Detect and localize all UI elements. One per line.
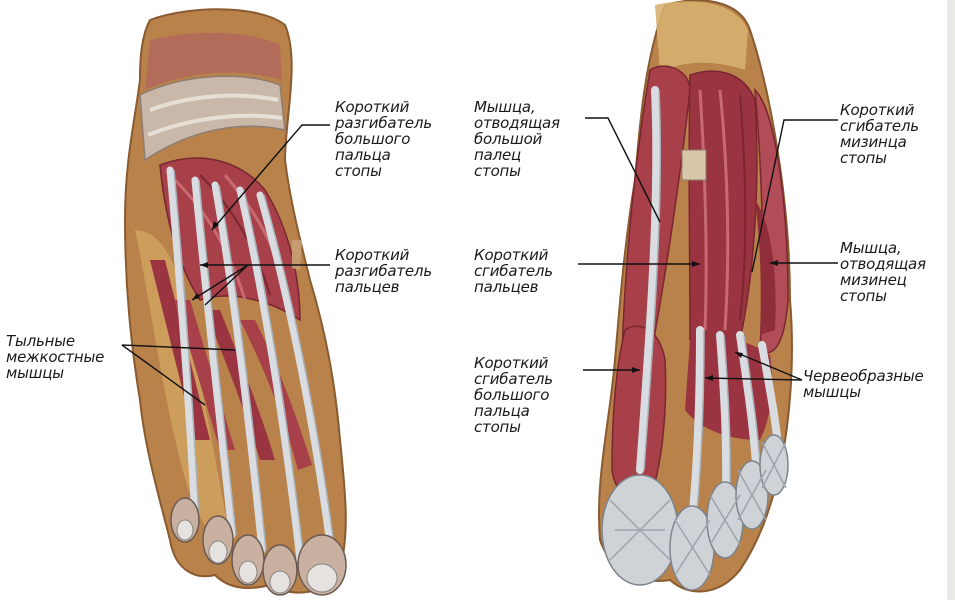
label-extensor-digitorum-brevis: Короткий разгибатель пальцев [335, 247, 432, 295]
label-flexor-hallucis-brevis: Короткий сгибатель большого пальца стопы [474, 355, 553, 435]
label-flexor-digiti-minimi: Короткий сгибатель мизинца стопы [840, 102, 919, 166]
label-abductor-hallucis: Мышца, отводящая большой палец стопы [474, 99, 560, 179]
right-edge-strip [947, 0, 955, 600]
label-dorsal-interossei: Тыльные межкостные мышцы [6, 333, 104, 381]
label-abductor-digiti-minimi: Мышца, отводящая мизинец стопы [840, 240, 926, 304]
label-lumbricals: Червеобразные мышцы [803, 368, 924, 400]
dorsal-foot-view [125, 9, 346, 595]
label-extensor-hallucis-brevis: Короткий разгибатель большого пальца сто… [335, 99, 432, 179]
plantar-foot-view [599, 0, 792, 591]
label-flexor-digitorum-brevis: Короткий сгибатель пальцев [474, 247, 553, 295]
